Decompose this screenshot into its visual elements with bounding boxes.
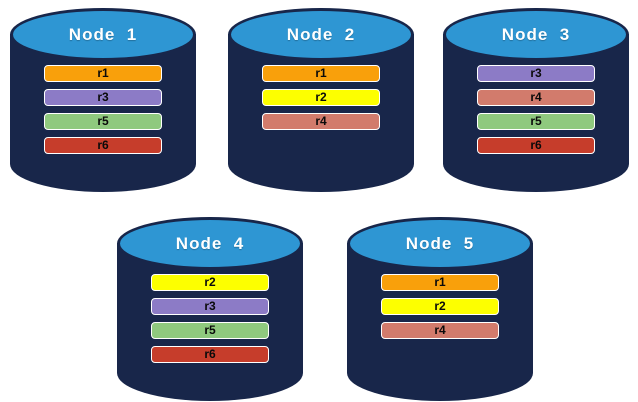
node-5-cylinder: r1 r2 r4 Node 5 <box>347 217 533 401</box>
node-5-partition-list: r1 r2 r4 <box>347 274 533 339</box>
node-4-partition-list: r2 r3 r5 r6 <box>117 274 303 363</box>
node-1-partition-r3: r3 <box>44 89 162 106</box>
node-3-partition-list: r3 r4 r5 r6 <box>443 65 629 154</box>
node-1-partition-r5: r5 <box>44 113 162 130</box>
node-3-cylinder-top: Node 3 <box>443 8 629 61</box>
node-5-partition-r4: r4 <box>381 322 499 339</box>
node-4-cylinder: r2 r3 r5 r6 Node 4 <box>117 217 303 401</box>
node-1-partition-r6: r6 <box>44 137 162 154</box>
node-3-label: Node 3 <box>501 24 571 44</box>
node-4-partition-r3: r3 <box>151 298 269 315</box>
node-5-partition-r1: r1 <box>381 274 499 291</box>
node-5-partition-r2: r2 <box>381 298 499 315</box>
node-3-partition-r3: r3 <box>477 65 595 82</box>
node-4-partition-r5: r5 <box>151 322 269 339</box>
node-4-cylinder-top: Node 4 <box>117 217 303 270</box>
node-2-label: Node 2 <box>286 24 356 44</box>
node-4-partition-r6: r6 <box>151 346 269 363</box>
node-2-partition-r1: r1 <box>262 65 380 82</box>
node-3-cylinder: r3 r4 r5 r6 Node 3 <box>443 8 629 192</box>
node-5-cylinder-top: Node 5 <box>347 217 533 270</box>
node-4-partition-r2: r2 <box>151 274 269 291</box>
node-3-partition-r6: r6 <box>477 137 595 154</box>
node-4-label: Node 4 <box>175 233 245 253</box>
node-2-partition-r4: r4 <box>262 113 380 130</box>
node-2-partition-list: r1 r2 r4 <box>228 65 414 130</box>
node-3-partition-r5: r5 <box>477 113 595 130</box>
node-1-cylinder: r1 r3 r5 r6 Node 1 <box>10 8 196 192</box>
node-1-partition-r1: r1 <box>44 65 162 82</box>
node-1-cylinder-top: Node 1 <box>10 8 196 61</box>
node-5-label: Node 5 <box>405 233 475 253</box>
node-1-label: Node 1 <box>68 24 138 44</box>
node-2-cylinder-top: Node 2 <box>228 8 414 61</box>
node-2-cylinder: r1 r2 r4 Node 2 <box>228 8 414 192</box>
node-3-partition-r4: r4 <box>477 89 595 106</box>
node-1-partition-list: r1 r3 r5 r6 <box>10 65 196 154</box>
node-2-partition-r2: r2 <box>262 89 380 106</box>
